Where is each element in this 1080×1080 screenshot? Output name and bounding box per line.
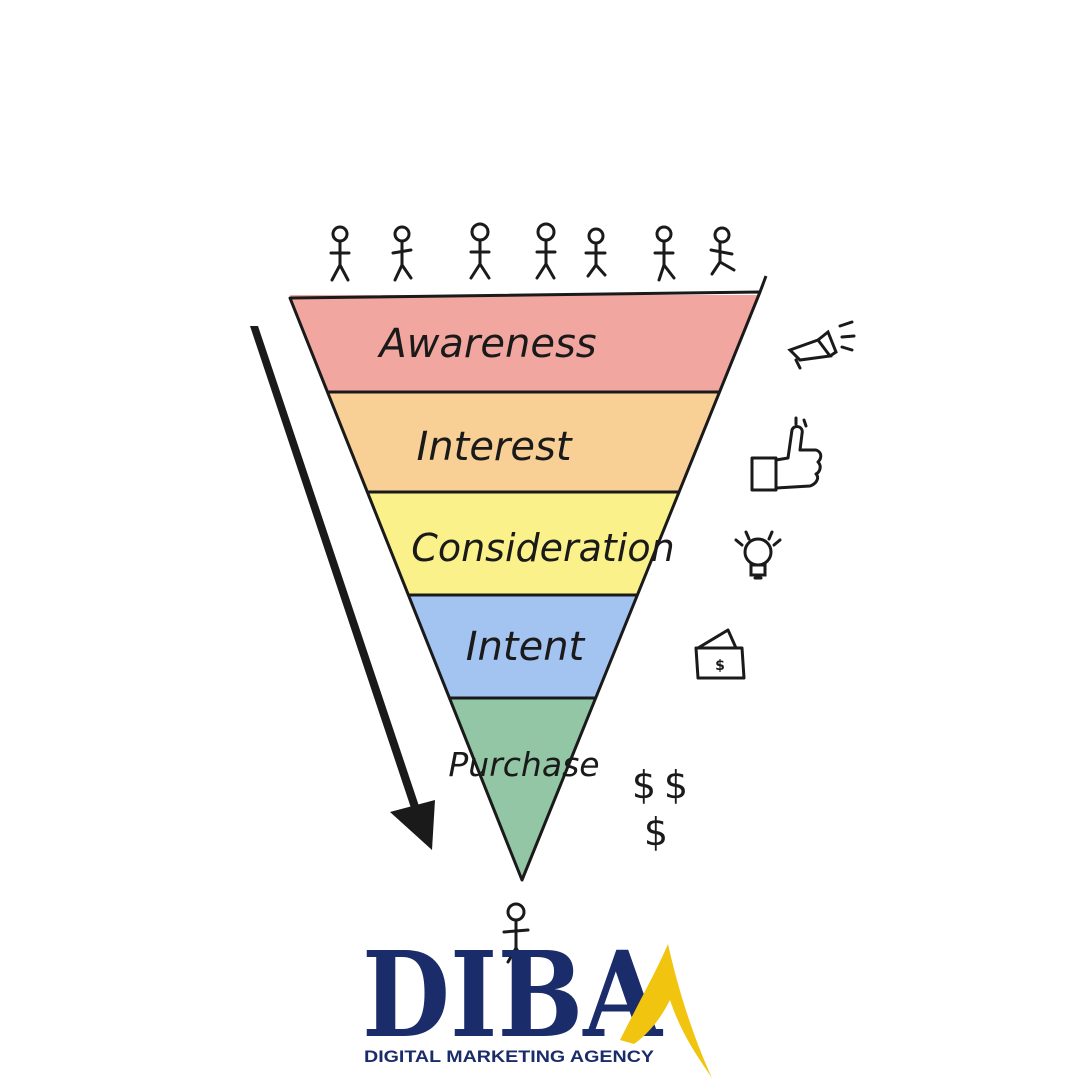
dollar-sign: $ <box>632 763 656 807</box>
thumbs-up-icon <box>750 416 823 492</box>
funnel <box>290 295 760 880</box>
stick-figure-icon <box>653 225 676 282</box>
funnel-top-stroke <box>758 275 768 293</box>
stage-label-interest: Interest <box>416 424 572 470</box>
logo-tagline: DIGITAL MARKETING AGENCY <box>364 1047 655 1066</box>
stage-labels: Awareness Interest Consideration Intent … <box>376 321 674 784</box>
stick-figure-icon <box>535 222 557 280</box>
wallet-dollar-label: $ <box>715 658 725 674</box>
logo-letters: DIBA <box>362 925 663 1064</box>
dollar-signs-icon: $ $ $ <box>632 763 688 854</box>
stage-label-awareness: Awareness <box>376 321 596 367</box>
audience-figures <box>329 222 736 282</box>
stick-figure-icon <box>329 225 351 282</box>
dollar-sign: $ <box>644 810 668 854</box>
wallet-icon: $ <box>694 628 746 680</box>
funnel-band-consideration <box>368 492 680 595</box>
stick-figure-icon <box>584 227 607 278</box>
funnel-band-intent <box>408 595 638 698</box>
lightbulb-icon <box>734 530 782 580</box>
logo-accent-swoosh <box>620 944 712 1078</box>
stick-figure-icon <box>391 225 413 282</box>
funnel-outline <box>288 290 762 882</box>
diba-logo: DIBA DIGITAL MARKETING AGENCY <box>362 925 712 1078</box>
downward-arrow-icon <box>250 326 435 850</box>
stage-label-consideration: Consideration <box>411 526 674 570</box>
funnel-band-purchase <box>449 698 597 880</box>
stick-figure-icon <box>469 222 491 280</box>
funnel-band-interest <box>328 392 721 492</box>
stage-label-intent: Intent <box>466 624 586 670</box>
funnel-band-awareness <box>290 295 760 392</box>
megaphone-icon <box>787 320 856 370</box>
dollar-sign: $ <box>664 763 688 807</box>
stage-label-purchase: Purchase <box>448 745 599 784</box>
customer-figure-icon <box>502 902 530 964</box>
stick-figure-icon <box>709 226 736 276</box>
